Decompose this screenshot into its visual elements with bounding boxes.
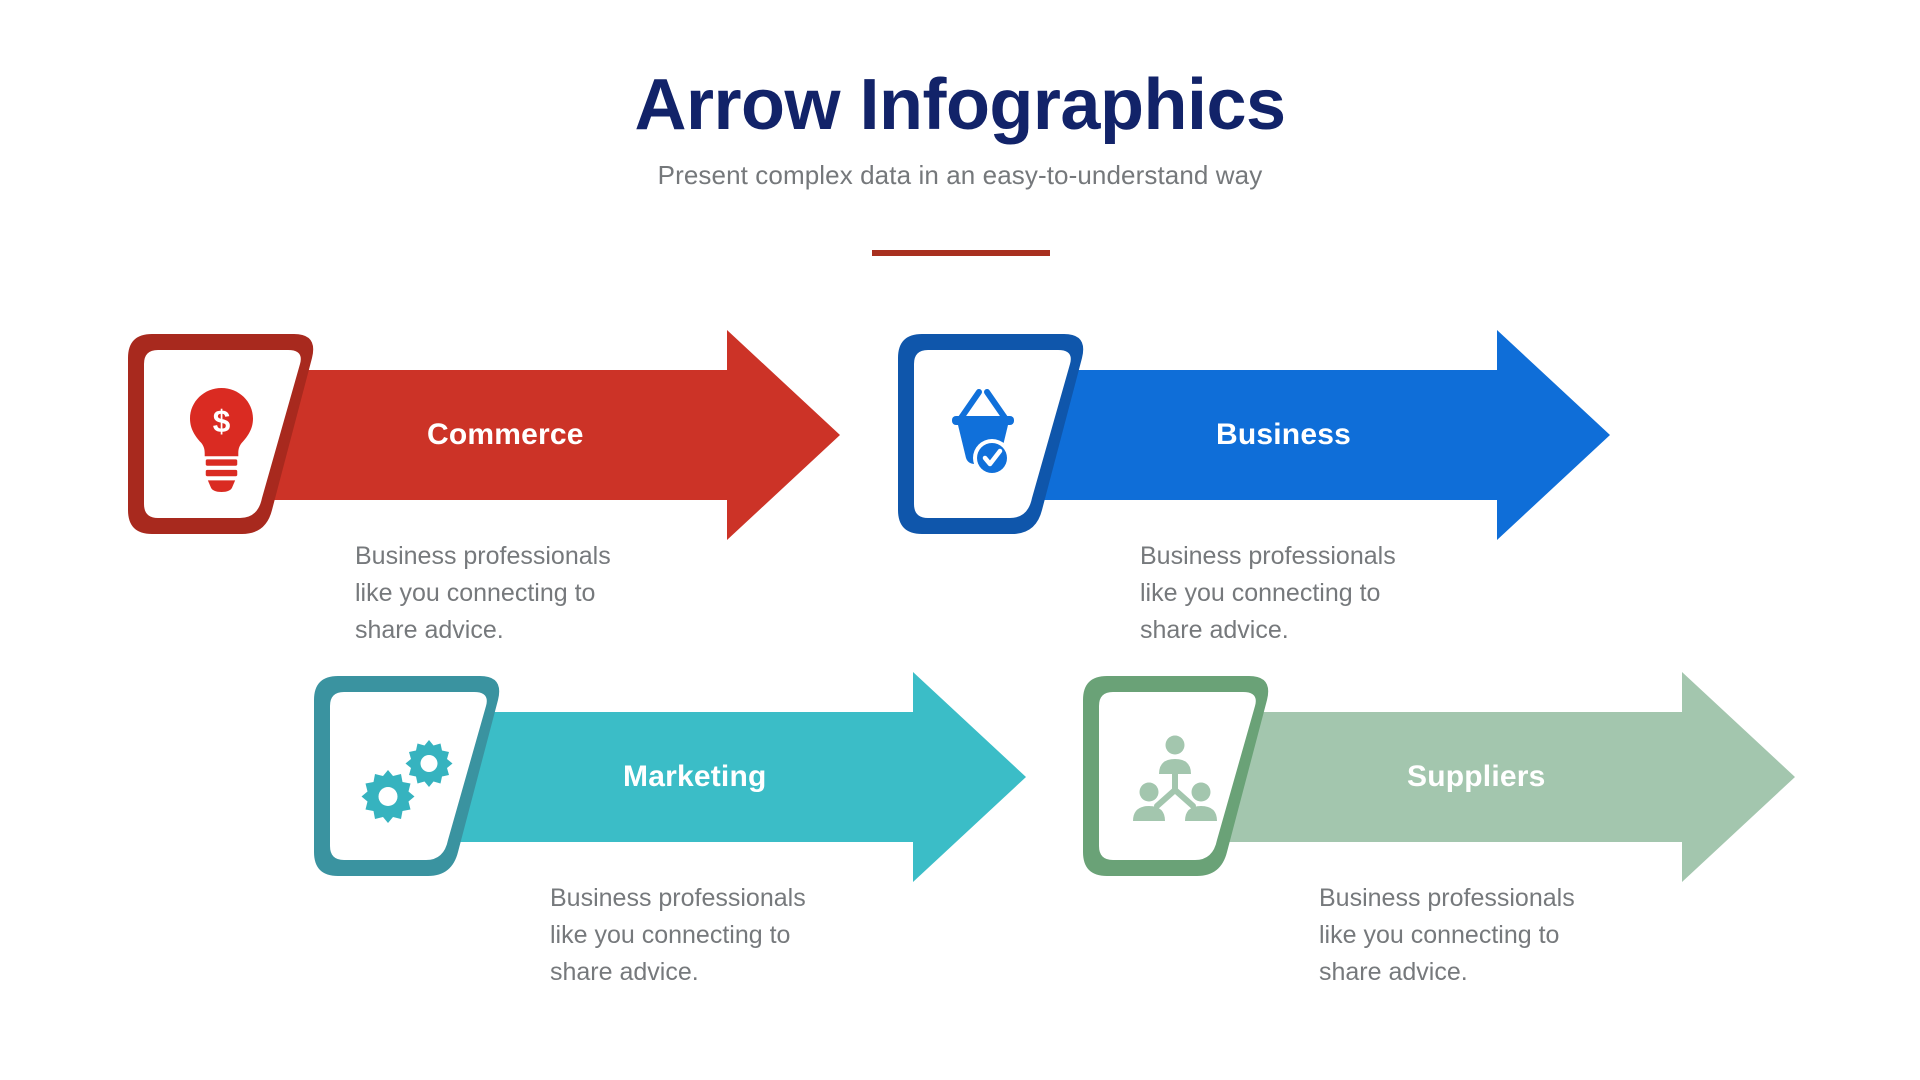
step-marketing[interactable]: Marketing Business professionals like yo…: [313, 672, 1073, 1002]
badge-inner-shape: [330, 692, 487, 860]
step-commerce[interactable]: Commerce $ Business professionals like y…: [127, 330, 887, 660]
arrow-polygon: [267, 330, 840, 540]
gears-icon: [361, 740, 453, 823]
step-badge-suppliers[interactable]: [1077, 670, 1277, 882]
lightbulb-dollar-icon: $: [190, 388, 253, 492]
step-label-marketing: Marketing: [623, 760, 767, 793]
step-description-suppliers: Business professionals like you connecti…: [1319, 884, 1575, 986]
step-suppliers[interactable]: Suppliers Business professionals like yo…: [1082, 672, 1842, 1002]
step-badge-commerce[interactable]: $: [122, 328, 322, 540]
shopping-basket-check-icon: [952, 389, 1014, 477]
arrow-polygon: [1037, 330, 1610, 540]
svg-text:$: $: [213, 403, 231, 439]
step-description-business: Business professionals like you connecti…: [1140, 542, 1396, 644]
page-subtitle: Present complex data in an easy-to-under…: [657, 159, 1263, 190]
step-badge-marketing[interactable]: [308, 670, 508, 882]
arrow-shape-marketing: [453, 672, 1026, 882]
arrow-polygon: [453, 672, 1026, 882]
arrow-shape-suppliers: [1222, 672, 1795, 882]
step-badge-business[interactable]: [892, 328, 1092, 540]
org-chart-people-icon: [1133, 735, 1217, 821]
page-title: Arrow Infographics: [634, 65, 1286, 145]
arrow-shape-business: [1037, 330, 1610, 540]
arrow-shape-commerce: [267, 330, 840, 540]
step-description-commerce: Business professionals like you connecti…: [355, 542, 611, 644]
step-description-marketing: Business professionals like you connecti…: [550, 884, 806, 986]
step-label-suppliers: Suppliers: [1407, 760, 1546, 793]
title-divider: [872, 250, 1050, 256]
header: Arrow Infographics Present complex data …: [0, 65, 1920, 191]
step-business[interactable]: Business Business professionals like you…: [897, 330, 1657, 660]
step-label-business: Business: [1216, 418, 1351, 451]
arrow-polygon: [1222, 672, 1795, 882]
step-label-commerce: Commerce: [427, 418, 584, 451]
